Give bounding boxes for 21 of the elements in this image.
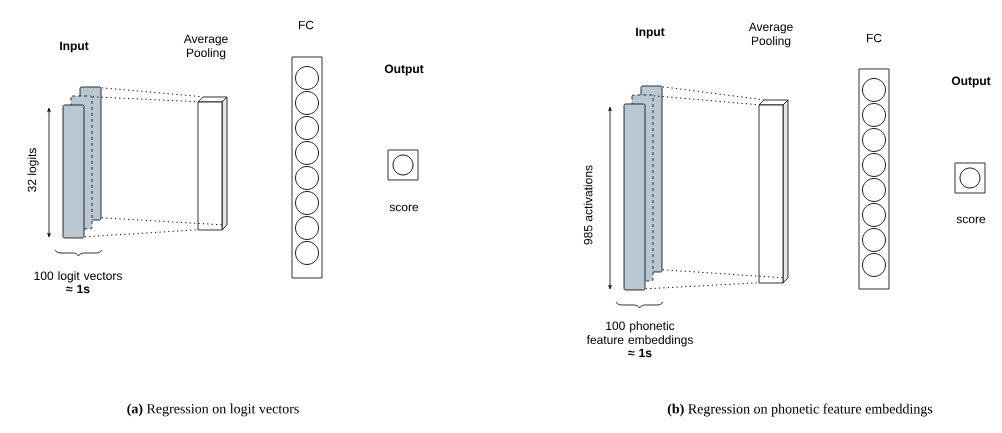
projection-line [662, 86, 765, 101]
layer-label: FC [867, 33, 882, 43]
projection-line [101, 87, 204, 98]
projection-line [101, 217, 223, 226]
layer-label: Average Pooling [183, 34, 228, 60]
caption-text: ≈ 1s [628, 348, 652, 358]
layer-label: FC [299, 20, 314, 30]
layer-label: Average Pooling [748, 22, 793, 48]
subfigure-caption: (a) Regression on logit vectors [127, 403, 299, 417]
projection-line [662, 269, 784, 279]
caption-text: 100 phonetic feature embeddings [586, 321, 693, 347]
layer-label: Input [60, 41, 89, 53]
layer-label: Output [384, 64, 424, 76]
dimension-label: 985 activations [583, 165, 593, 245]
layer-label: Output [951, 76, 991, 88]
caption-text: ≈ 1s [66, 284, 90, 294]
subfigure-caption: (b) Regression on phonetic feature embeddings [667, 403, 933, 417]
layer-label: Input [636, 27, 665, 39]
caption-text: 100 logit vectors [34, 271, 122, 283]
layer-label: score [389, 204, 419, 212]
layer-label: score [956, 216, 986, 224]
